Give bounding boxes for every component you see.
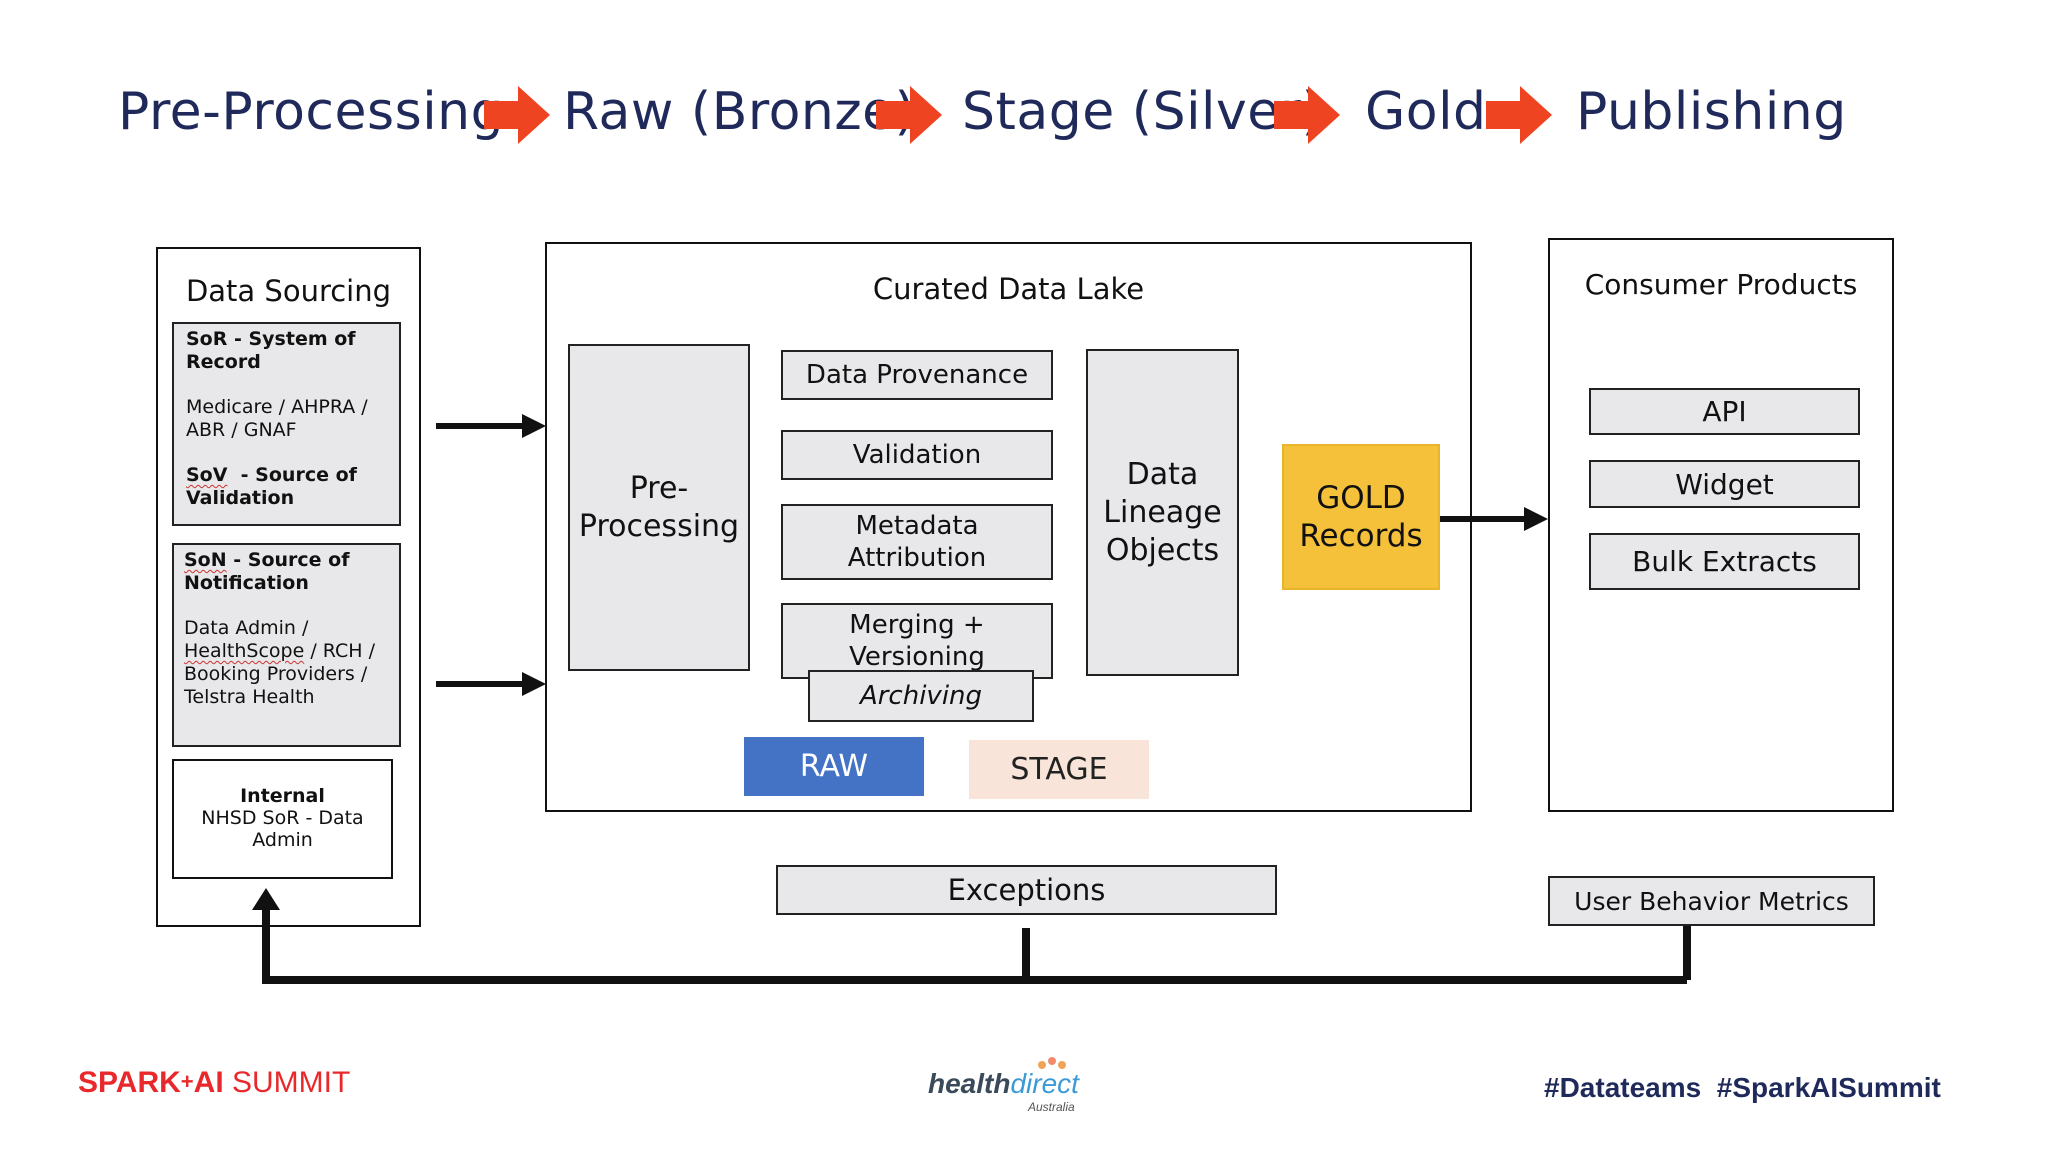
metadata-line2: Attribution bbox=[847, 543, 987, 573]
arrow-right-icon bbox=[876, 86, 942, 144]
lineage-line3: Objects bbox=[1105, 532, 1220, 568]
son-body-line3: Booking Providers / bbox=[184, 663, 368, 685]
sor-abbr: SoR bbox=[186, 328, 228, 350]
lineage-line1: Data bbox=[1126, 456, 1199, 492]
merging-line2: Versioning bbox=[849, 642, 985, 672]
hashtags: #Datateams #SparkAISummit bbox=[1544, 1072, 1941, 1103]
sor-body-line2: ABR / GNAF bbox=[186, 419, 297, 441]
widget-box: Widget bbox=[1589, 460, 1860, 508]
preprocessing-line1: Pre- bbox=[629, 470, 689, 506]
arrow-right-icon bbox=[436, 672, 546, 696]
son-body-line2: / RCH / bbox=[304, 640, 376, 662]
bulk-extracts-box: Bulk Extracts bbox=[1589, 533, 1860, 590]
api-box: API bbox=[1589, 388, 1860, 435]
merging-line1: Merging + bbox=[849, 610, 985, 640]
lineage-line2: Lineage bbox=[1103, 494, 1222, 530]
data-provenance-box: Data Provenance bbox=[781, 350, 1053, 400]
son-heading: - Source of bbox=[226, 549, 350, 571]
son-box: SoN - Source of Notification Data Admin … bbox=[172, 543, 401, 747]
sor-body-line1: Medicare / AHPRA / bbox=[186, 396, 368, 418]
brand-direct: direct bbox=[1010, 1068, 1079, 1099]
arrow-right-icon bbox=[436, 414, 546, 438]
son-heading-line2: Notification bbox=[184, 572, 309, 594]
arrow-right-icon bbox=[1440, 507, 1548, 531]
exceptions-box: Exceptions bbox=[776, 865, 1277, 915]
internal-line2: NHSD SoR - Data bbox=[201, 807, 364, 829]
son-abbr: SoN bbox=[184, 549, 227, 571]
sov-heading-line2: Validation bbox=[186, 487, 295, 509]
consumer-products-title: Consumer Products bbox=[1584, 268, 1858, 301]
internal-line1: Internal bbox=[240, 785, 325, 807]
sor-heading-line2: Record bbox=[186, 351, 261, 373]
preprocessing-box: Pre- Processing bbox=[568, 344, 750, 671]
stage-silver-label: Stage (Silver) bbox=[962, 82, 1323, 142]
arrow-right-icon bbox=[484, 86, 550, 144]
sov-abbr: SoV bbox=[186, 464, 228, 486]
stage-badge: STAGE bbox=[969, 740, 1149, 799]
stage-gold-label: Gold bbox=[1365, 82, 1487, 142]
brand-country: Australia bbox=[1028, 1100, 1075, 1114]
sov-heading: - Source of bbox=[227, 464, 357, 486]
logo-summit: SUMMIT bbox=[223, 1066, 351, 1099]
internal-box: Internal NHSD SoR - Data Admin bbox=[172, 759, 393, 879]
stage-preprocessing-label: Pre-Processing bbox=[118, 82, 505, 142]
healthdirect-logo: healthdirect Australia bbox=[928, 1056, 1088, 1114]
sor-heading: - System of bbox=[227, 328, 356, 350]
gold-records-box: GOLD Records bbox=[1282, 444, 1440, 590]
archiving-box: Archiving bbox=[808, 670, 1034, 722]
gold-line2: Records bbox=[1299, 518, 1423, 554]
metadata-line1: Metadata bbox=[855, 511, 979, 541]
stage-publishing-label: Publishing bbox=[1576, 82, 1847, 142]
user-behavior-metrics-box: User Behavior Metrics bbox=[1548, 876, 1875, 926]
data-lineage-box: Data Lineage Objects bbox=[1086, 349, 1239, 676]
preprocessing-line2: Processing bbox=[578, 508, 740, 544]
son-body-line1: Data Admin / bbox=[184, 617, 309, 639]
logo-plus: + bbox=[180, 1069, 194, 1094]
raw-badge: RAW bbox=[744, 737, 924, 796]
data-sourcing-title: Data Sourcing bbox=[185, 274, 392, 308]
logo-spark: SPARK bbox=[78, 1066, 181, 1099]
arrow-up-icon bbox=[252, 888, 280, 910]
sor-box: SoR - System of Record Medicare / AHPRA … bbox=[172, 322, 401, 526]
stage-raw-label: Raw (Bronze) bbox=[563, 82, 916, 142]
metadata-attribution-box: Metadata Attribution bbox=[781, 504, 1053, 580]
arrow-right-icon bbox=[1274, 86, 1340, 144]
gold-line1: GOLD bbox=[1316, 480, 1406, 516]
spark-ai-summit-logo: SPARK+AI SUMMIT bbox=[78, 1066, 350, 1100]
dots-icon bbox=[1038, 1057, 1066, 1069]
consumer-products-panel: Consumer Products bbox=[1548, 238, 1894, 812]
son-body-line4: Telstra Health bbox=[184, 686, 315, 708]
internal-line3: Admin bbox=[252, 829, 313, 851]
curated-lake-title: Curated Data Lake bbox=[872, 272, 1145, 306]
arrow-right-icon bbox=[1486, 86, 1552, 144]
validation-box: Validation bbox=[781, 430, 1053, 480]
feedback-loop-connector bbox=[252, 888, 1691, 984]
brand-health: health bbox=[928, 1068, 1011, 1099]
son-body-healthscope: HealthScope bbox=[184, 640, 305, 662]
logo-ai: AI bbox=[193, 1066, 224, 1099]
brand-wordmark: healthdirect bbox=[928, 1068, 1079, 1100]
